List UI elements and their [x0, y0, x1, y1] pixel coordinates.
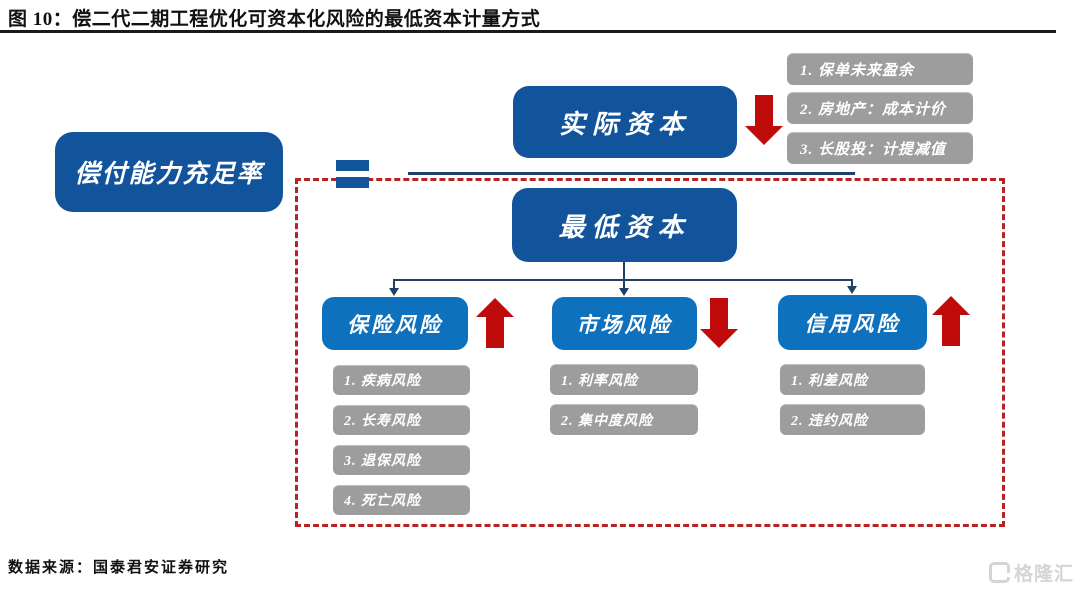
credit-risk-label: 信用风险 [804, 311, 901, 336]
risk-item: 3. 退保风险 [333, 445, 470, 475]
connector-vertical-root [623, 262, 625, 280]
connector-vertical-right [851, 279, 853, 287]
risk-item: 1. 疾病风险 [333, 365, 470, 395]
insurance-risk-box: 保险风险 [322, 297, 468, 350]
equals-bar-top [336, 160, 369, 171]
actual-capital-note: 3. 长股投：计提减值 [787, 132, 973, 164]
market-risk-box: 市场风险 [552, 297, 697, 350]
increase-arrow-icon [932, 296, 970, 346]
solvency-ratio-label: 偿付能力充足率 [74, 161, 264, 188]
risk-item: 2. 违约风险 [780, 404, 925, 435]
equals-bar-bottom [336, 177, 369, 188]
gelonghui-watermark: 格隆汇 [988, 559, 1074, 586]
risk-item: 2. 长寿风险 [333, 405, 470, 435]
market-risk-label: 市场风险 [576, 312, 673, 337]
actual-capital-box: 实际资本 [513, 86, 737, 158]
insurance-risk-label: 保险风险 [347, 312, 443, 337]
solvency-ratio-box: 偿付能力充足率 [55, 132, 283, 212]
decrease-arrow-icon [745, 95, 783, 145]
minimum-capital-box: 最低资本 [512, 188, 737, 262]
actual-capital-note: 2. 房地产：成本计价 [787, 92, 973, 124]
connector-vertical-middle [623, 279, 625, 289]
actual-capital-label: 实际资本 [558, 109, 691, 139]
risk-item: 1. 利率风险 [550, 364, 698, 395]
gelonghui-logo-text: 格隆汇 [1013, 564, 1074, 585]
equals-sign [336, 160, 369, 194]
minimum-capital-dashed-frame [295, 178, 1005, 527]
risk-item: 4. 死亡风险 [333, 485, 470, 515]
data-source-text: 数据来源：国泰君安证券研究 [8, 560, 230, 576]
minimum-capital-label: 最低资本 [558, 212, 691, 242]
increase-arrow-icon [476, 298, 514, 348]
figure-title: 图 10：偿二代二期工程优化可资本化风险的最低资本计量方式 [8, 9, 541, 30]
risk-item: 2. 集中度风险 [550, 404, 698, 435]
fraction-bar [408, 172, 855, 175]
credit-risk-box: 信用风险 [778, 295, 927, 350]
decrease-arrow-icon [700, 298, 738, 348]
title-divider [0, 30, 1056, 33]
market-risk-items: 1. 利率风险 2. 集中度风险 [550, 364, 698, 444]
gelonghui-logo-icon [988, 562, 1010, 583]
connector-arrowhead-middle [619, 288, 629, 296]
insurance-risk-items: 1. 疾病风险 2. 长寿风险 3. 退保风险 4. 死亡风险 [333, 365, 470, 525]
actual-capital-note: 1. 保单未来盈余 [787, 53, 973, 85]
connector-vertical-left [393, 279, 395, 289]
credit-risk-items: 1. 利差风险 2. 违约风险 [780, 364, 925, 444]
risk-item: 1. 利差风险 [780, 364, 925, 395]
connector-arrowhead-right [847, 286, 857, 294]
connector-arrowhead-left [389, 288, 399, 296]
